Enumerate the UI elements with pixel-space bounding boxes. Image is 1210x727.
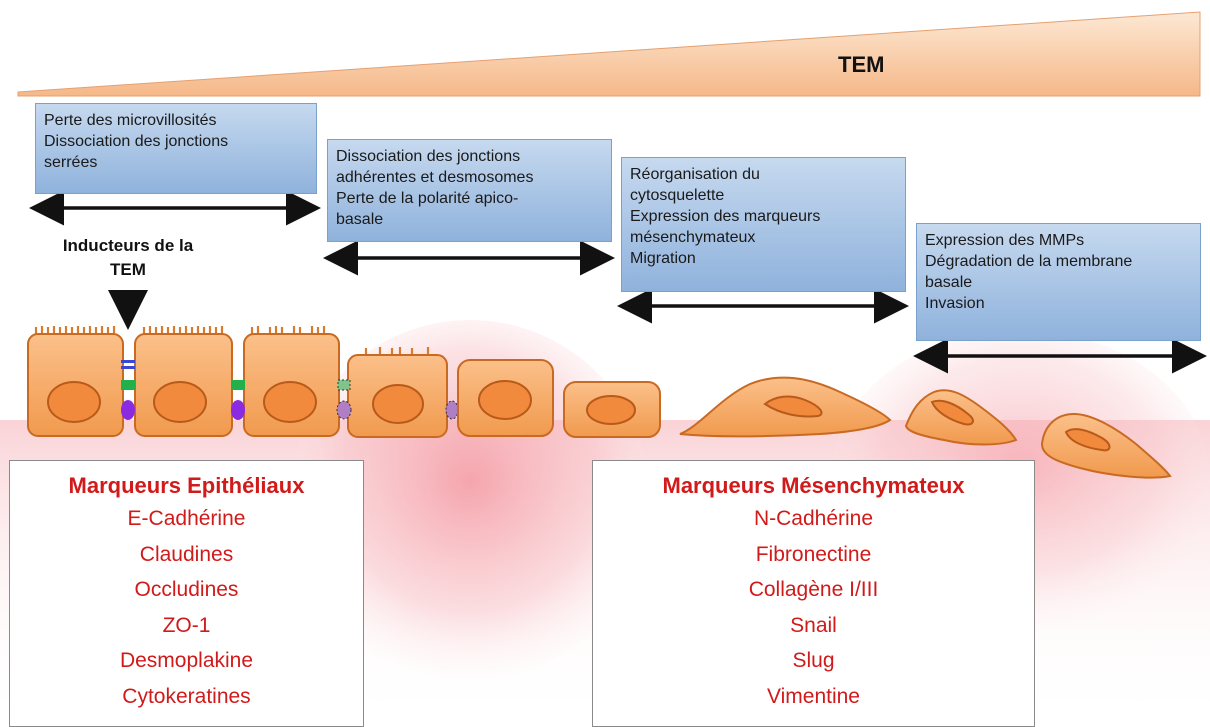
mesenchymal-markers-box: Marqueurs Mésenchymateux N-Cadhérine Fib… <box>592 460 1035 727</box>
stage-line: serrées <box>44 152 308 173</box>
stage-line: Perte des microvillosités <box>44 110 308 131</box>
stage-line: Réorganisation du <box>630 164 897 185</box>
stage-line: basale <box>336 209 603 230</box>
nucleus <box>373 385 423 423</box>
stage-line: basale <box>925 272 1192 293</box>
stage-line: cytosquelette <box>630 185 897 206</box>
stage-line: Migration <box>630 248 897 269</box>
nucleus <box>48 382 100 422</box>
marker-item: Snail <box>593 608 1034 644</box>
stage-line: Dissociation des jonctions <box>336 146 603 167</box>
marker-item: Claudines <box>10 537 363 573</box>
stage-line: adhérentes et desmosomes <box>336 167 603 188</box>
marker-item: Collagène I/III <box>593 572 1034 608</box>
stage-line: Perte de la polarité apico- <box>336 188 603 209</box>
epithelial-cell-5 <box>458 360 553 436</box>
stage-line: Dégradation de la membrane <box>925 251 1192 272</box>
stage-line: Dissociation des jonctions <box>44 131 308 152</box>
marker-item: Vimentine <box>593 679 1034 715</box>
stage-box-1: Perte des microvillosités Dissociation d… <box>35 103 317 194</box>
mesenchymal-markers-title: Marqueurs Mésenchymateux <box>593 471 1034 501</box>
stage-line: Expression des MMPs <box>925 230 1192 251</box>
marker-item: Fibronectine <box>593 537 1034 573</box>
tem-header-label: TEM <box>838 52 884 78</box>
stage-box-2: Dissociation des jonctions adhérentes et… <box>327 139 612 242</box>
inducer-line-2: TEM <box>28 258 228 282</box>
nucleus <box>264 382 316 422</box>
stage-line: Expression des marqueurs <box>630 206 897 227</box>
marker-item: N-Cadhérine <box>593 501 1034 537</box>
epithelial-cell-1 <box>28 326 123 436</box>
tem-inducers-label: Inducteurs de la TEM <box>28 234 228 282</box>
marker-item: E-Cadhérine <box>10 501 363 537</box>
tem-gradient-wedge <box>18 12 1200 96</box>
junction-complex-2 <box>231 380 245 420</box>
mesenchymal-cell-7 <box>680 378 890 437</box>
epithelial-cell-4 <box>348 347 447 437</box>
marker-item: Occludines <box>10 572 363 608</box>
transitioning-cell-6 <box>564 382 660 437</box>
marker-item: ZO-1 <box>10 608 363 644</box>
epithelial-cell-3 <box>244 326 339 436</box>
marker-item: Slug <box>593 643 1034 679</box>
epithelial-cell-2 <box>135 326 232 436</box>
inducer-line-1: Inducteurs de la <box>28 234 228 258</box>
marker-item: Desmoplakine <box>10 643 363 679</box>
marker-item: Cytokeratines <box>10 679 363 715</box>
junction-complex-1 <box>121 360 135 420</box>
nucleus <box>479 381 531 419</box>
stage-line: mésenchymateux <box>630 227 897 248</box>
stage-box-3: Réorganisation du cytosquelette Expressi… <box>621 157 906 292</box>
nucleus <box>154 382 206 422</box>
epithelial-markers-title: Marqueurs Epithéliaux <box>10 471 363 501</box>
nucleus <box>587 396 635 424</box>
epithelial-markers-box: Marqueurs Epithéliaux E-Cadhérine Claudi… <box>9 460 364 727</box>
stage-line: Invasion <box>925 293 1192 314</box>
stage-box-4: Expression des MMPs Dégradation de la me… <box>916 223 1201 341</box>
